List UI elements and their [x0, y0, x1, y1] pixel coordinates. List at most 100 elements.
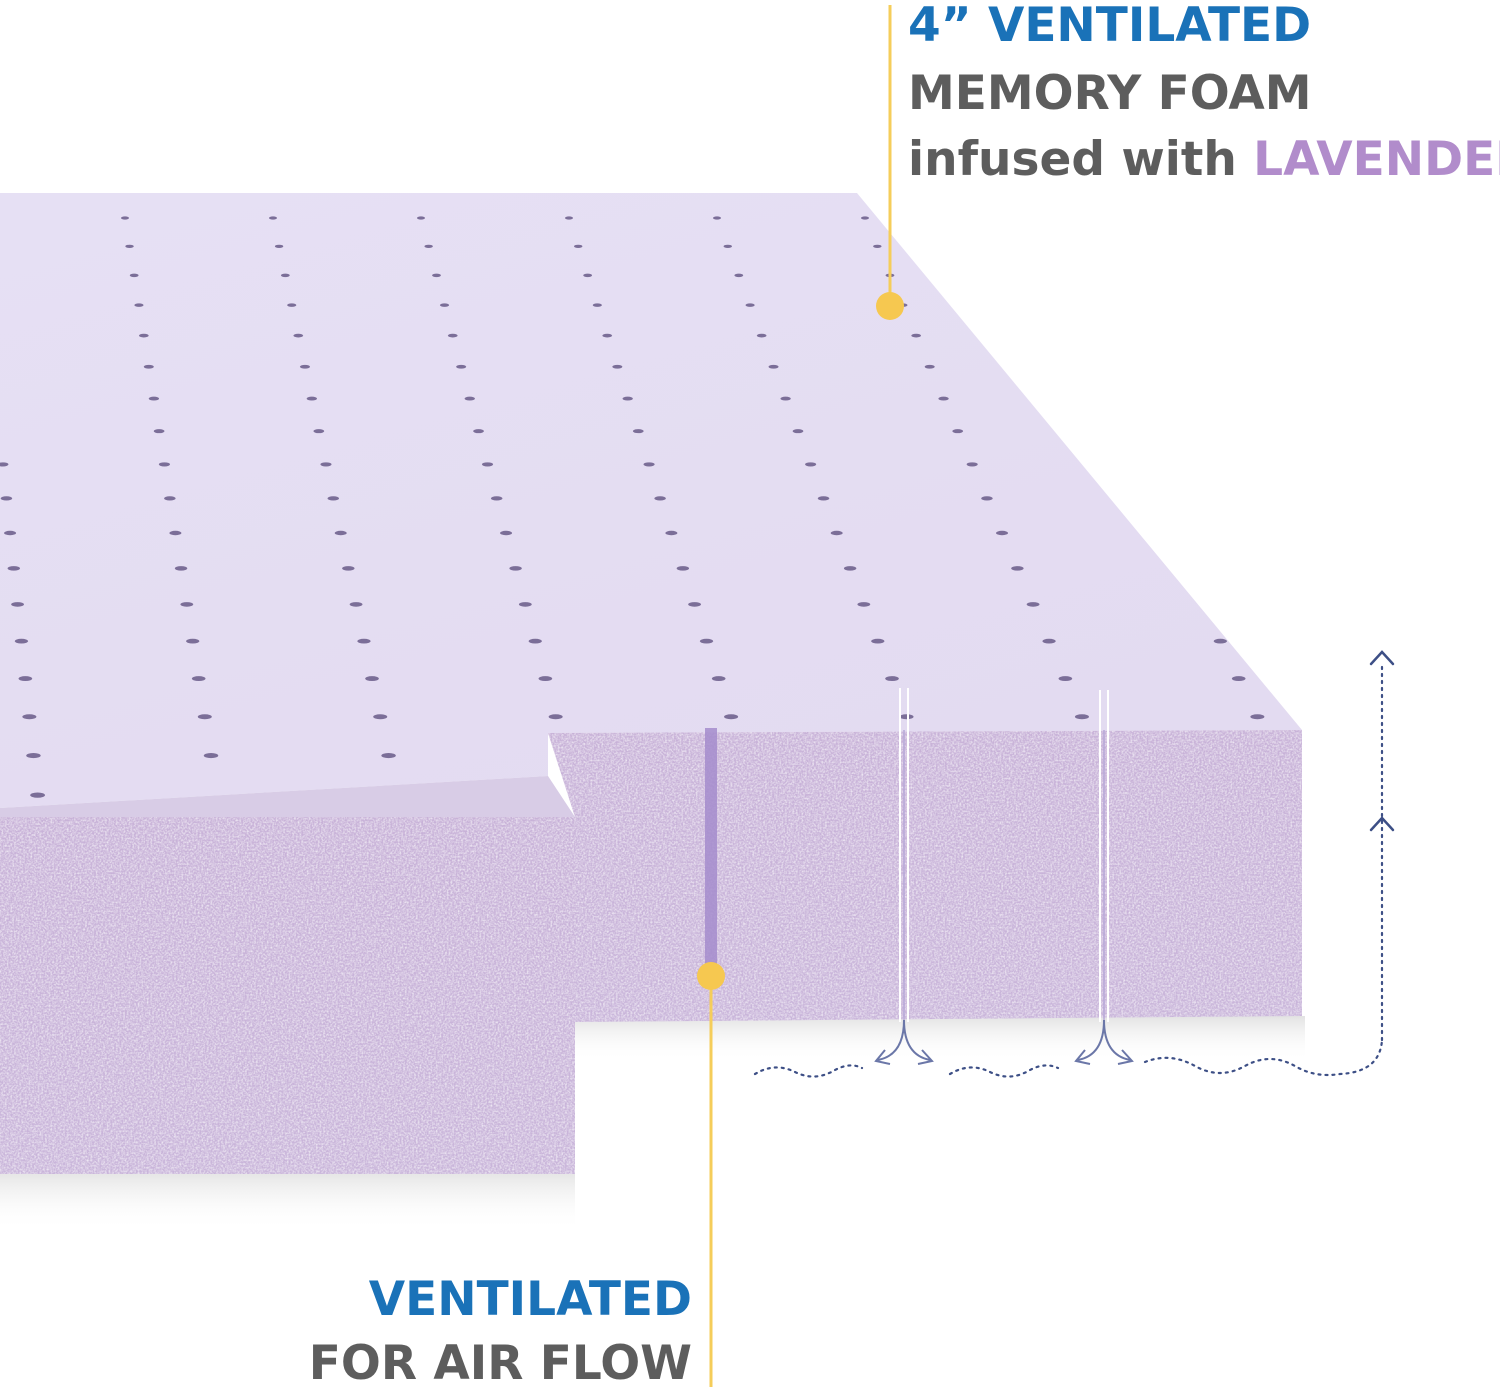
pinhole-dot-icon: [528, 638, 542, 644]
callout-dot-icon: [697, 962, 725, 990]
pinhole-dot-icon: [756, 333, 767, 338]
pinhole-dot-icon: [924, 364, 935, 369]
pinhole-dot-icon: [500, 530, 513, 536]
pinhole-dot-icon: [180, 602, 194, 607]
foam-side-block: [548, 730, 1302, 1022]
pinhole-dot-icon: [473, 429, 484, 434]
pinhole-dot-icon: [843, 566, 857, 571]
pinhole-dot-icon: [269, 216, 277, 220]
pinhole-dot-icon: [583, 273, 593, 278]
pinhole-dot-icon: [734, 273, 744, 278]
pinhole-dot-icon: [334, 530, 347, 536]
pinhole-dot-icon: [306, 396, 318, 401]
callout-dot-icon: [876, 292, 904, 320]
pinhole-dot-icon: [464, 396, 475, 401]
pinhole-dot-icon: [30, 792, 46, 798]
pinhole-dot-icon: [938, 396, 949, 401]
callout-top-subheading: MEMORY FOAM: [908, 66, 1312, 121]
pinhole-dot-icon: [121, 216, 129, 220]
pinhole-dot-icon: [857, 602, 871, 607]
pinhole-dot-icon: [538, 676, 553, 682]
pinhole-dot-icon: [1231, 676, 1246, 682]
pinhole-dot-icon: [768, 364, 779, 369]
pinhole-dot-icon: [349, 602, 363, 607]
pinhole-dot-icon: [723, 244, 732, 249]
foam-front-block: [0, 776, 575, 1174]
pinhole-dot-icon: [805, 462, 817, 467]
pinhole-dot-icon: [574, 244, 583, 249]
pinhole-dot-icon: [186, 638, 200, 644]
pinhole-grid: [0, 216, 1265, 798]
pinhole-dot-icon: [342, 566, 355, 571]
pinhole-dot-icon: [1026, 602, 1040, 607]
pinhole-dot-icon: [518, 602, 532, 607]
pinhole-dot-icon: [745, 303, 755, 307]
pinhole-dot-icon: [381, 753, 396, 759]
callout-top-heading: 4” VENTILATED: [908, 0, 1312, 53]
pinhole-dot-icon: [293, 333, 304, 338]
pinhole-dot-icon: [139, 333, 149, 338]
pinhole-dot-icon: [4, 530, 17, 536]
ventilation-channel: [705, 728, 717, 978]
wave-line-icon: [753, 660, 1384, 1078]
pinhole-dot-icon: [548, 714, 563, 720]
pinhole-dot-icon: [274, 244, 284, 249]
pinhole-dot-icon: [861, 216, 869, 220]
floor-shadow-left: [0, 1170, 575, 1230]
pinhole-dot-icon: [622, 396, 633, 401]
pinhole-dot-icon: [873, 244, 882, 249]
pinhole-dot-icon: [871, 638, 885, 644]
pinhole-dot-icon: [713, 216, 721, 220]
airflow-up-arrow-icon: [1369, 650, 1395, 832]
pinhole-dot-icon: [792, 429, 804, 434]
pinhole-dot-icon: [952, 429, 964, 434]
pinhole-dot-icon: [592, 303, 602, 307]
pinhole-dot-icon: [0, 496, 13, 501]
pinhole-dot-icon: [724, 714, 739, 720]
pinhole-dot-icon: [320, 462, 332, 467]
pinhole-dot-icon: [424, 244, 433, 249]
pinhole-dot-icon: [14, 638, 29, 644]
pinhole-dot-icon: [18, 676, 33, 682]
pinhole-dot-icon: [125, 244, 134, 249]
pinhole-dot-icon: [158, 462, 171, 467]
callout-ventilated: VENTILATED FOR AIR FLOW: [309, 1276, 692, 1387]
callout-memory-foam: 4” VENTILATED MEMORY FOAM infused with L…: [908, 0, 1500, 202]
foam-top-surface: [0, 193, 1302, 808]
pinhole-dot-icon: [780, 396, 791, 401]
pinhole-dot-icon: [0, 462, 9, 467]
pinhole-dot-icon: [164, 496, 176, 501]
pinhole-dot-icon: [432, 273, 441, 278]
pinhole-dot-icon: [148, 396, 160, 401]
pinhole-dot-icon: [817, 496, 830, 501]
pinhole-dot-icon: [7, 566, 20, 571]
pinhole-dot-icon: [565, 216, 573, 220]
pinhole-dot-icon: [966, 462, 978, 467]
pinhole-dot-icon: [299, 364, 310, 369]
pinhole-dot-icon: [22, 714, 37, 720]
pinhole-dot-icon: [280, 273, 290, 278]
air-channel-2: [1099, 690, 1109, 1022]
pinhole-dot-icon: [373, 714, 388, 720]
pinhole-dot-icon: [26, 753, 41, 759]
pinhole-dot-icon: [899, 714, 914, 720]
pinhole-dot-icon: [654, 496, 666, 501]
pinhole-dot-icon: [632, 429, 644, 434]
pinhole-dot-icon: [357, 638, 371, 644]
callout-line-top: [876, 5, 904, 320]
pinhole-dot-icon: [447, 333, 458, 338]
pinhole-dot-icon: [996, 530, 1009, 536]
pinhole-dot-icon: [612, 364, 623, 369]
callout-line-bottom: [697, 962, 725, 1387]
floor-shadow-right: [575, 1016, 1305, 1061]
pinhole-dot-icon: [129, 273, 139, 278]
pinhole-dot-icon: [169, 530, 182, 536]
pinhole-dot-icon: [11, 602, 24, 607]
pinhole-dot-icon: [439, 303, 450, 307]
pinhole-dot-icon: [197, 714, 212, 720]
pinhole-dot-icon: [287, 303, 297, 307]
pinhole-dot-icon: [191, 676, 206, 682]
pinhole-dot-icon: [911, 333, 921, 338]
pinhole-dot-icon: [143, 364, 154, 369]
